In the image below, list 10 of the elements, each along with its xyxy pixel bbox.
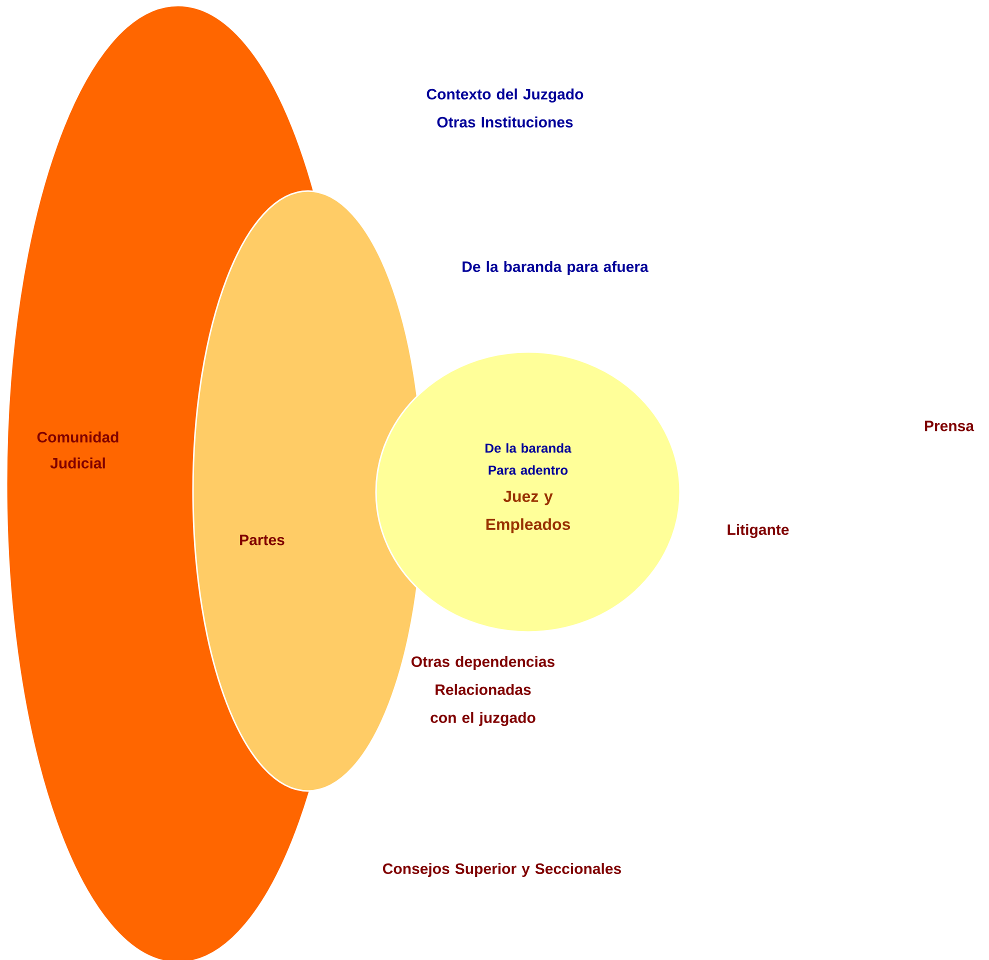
text-label: Otras dependencias Relacionadas con el juzgado [412,656,554,726]
text-label: De la baranda para afuera [462,261,648,275]
ellipse-label: Partes [240,534,284,546]
ellipse-label: Comunidad Judicial [37,432,118,468]
text-label: Contexto del Juzgado Otras Instituciones [426,88,584,128]
ellipse-label: De la baranda Para adentro [486,443,572,475]
text-label: Litigante [728,524,789,538]
text-label: Prensa [925,420,974,432]
text-label: Consejos Superior y Seccionales [383,863,621,877]
ellipse-label: Juez y Empleados [486,490,570,534]
